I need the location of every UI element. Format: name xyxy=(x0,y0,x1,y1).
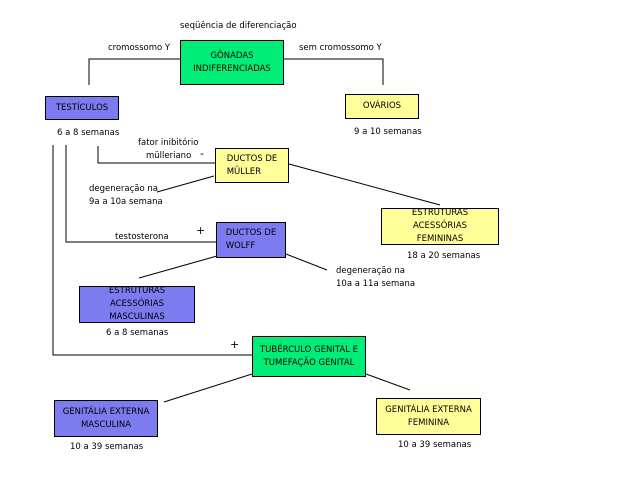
label-testosterona: testosterona xyxy=(115,232,169,242)
node-muller: DUCTOS DE MÜLLER xyxy=(215,148,289,183)
gen-fem-weeks: 10 a 39 semanas xyxy=(398,440,472,450)
connector-tuberculo-masc xyxy=(163,373,253,403)
node-wolff-line1: DUCTOS DE xyxy=(225,228,277,238)
node-gonadas: GÔNADAS INDIFERENCIADAS xyxy=(180,40,284,85)
connector-trunk-tuberculo xyxy=(52,145,252,356)
node-wolff-line2: WOLFF xyxy=(225,241,256,251)
connector-tuberculo-fem xyxy=(365,373,411,391)
label-fator-line2: mülleriano xyxy=(146,151,192,161)
node-est-masc-line2: MASCULINAS xyxy=(109,312,165,322)
connector-wolff-masculine xyxy=(138,255,218,279)
node-testiculos-label: TESTÍCULOS xyxy=(55,102,109,113)
diagram-title: seqüência de diferenciação xyxy=(180,21,297,31)
node-gen-masc-line1: GENITÁLIA EXTERNA xyxy=(62,406,150,417)
connector-gonadas-ovarios xyxy=(284,58,384,85)
label-minus-sign: - xyxy=(200,147,204,160)
connector-muller-degeneration xyxy=(156,175,215,193)
node-testiculos: TESTÍCULOS xyxy=(45,96,119,120)
label-plus-wolff: + xyxy=(196,224,206,237)
connector-testosterona-wolff xyxy=(65,145,216,243)
gen-masc-weeks: 10 a 39 semanas xyxy=(70,442,144,452)
label-fator-line1: fator inibitório xyxy=(138,138,199,148)
label-plus-tuberculo: + xyxy=(230,338,240,351)
testiculos-weeks: 6 a 8 semanas xyxy=(57,128,120,138)
label-degen-wolff-2: 10a a 11a semana xyxy=(336,279,416,289)
node-gen-fem-line2: FEMININA xyxy=(407,417,450,428)
label-degen-muller-1: degeneração na xyxy=(89,184,158,194)
node-gonadas-line1: GÔNADAS xyxy=(210,50,254,61)
node-estruturas-masculinas: ESTRUTURAS ACESSÓRIAS MASCULINAS xyxy=(79,286,195,323)
node-genitalia-masculina: GENITÁLIA EXTERNA MASCULINA xyxy=(54,400,158,437)
node-tuberculo: TUBÉRCULO GENITAL E TUMEFAÇÃO GENITAL xyxy=(252,336,366,377)
node-muller-line2: MÜLLER xyxy=(226,166,261,177)
connector-wolff-degeneration xyxy=(285,253,328,271)
label-degen-muller-2: 9a a 10a semana xyxy=(89,197,163,207)
node-ovarios-label: OVÁRIOS xyxy=(362,101,402,111)
node-muller-line1: DUCTOS DE xyxy=(226,153,278,164)
node-est-fem-line2: FEMININAS xyxy=(416,234,464,244)
node-gen-fem-line1: GENITÁLIA EXTERNA xyxy=(385,404,472,415)
node-ovarios: OVÁRIOS xyxy=(345,94,419,119)
label-sem-cromossomo-y: sem cromossomo Y xyxy=(299,43,382,53)
node-est-fem-line1: ESTRUTURAS ACESSÓRIAS xyxy=(411,208,469,231)
node-estruturas-femininas: ESTRUTURAS ACESSÓRIAS FEMININAS xyxy=(381,208,499,245)
node-wolff: DUCTOS DE WOLFF xyxy=(216,222,286,258)
node-tuberculo-line2: TUMEFAÇÃO GENITAL xyxy=(263,357,355,368)
est-fem-weeks: 18 a 20 semanas xyxy=(407,251,481,261)
connector-gonadas-testiculos xyxy=(88,58,180,85)
est-masc-weeks: 6 a 8 semanas xyxy=(106,328,169,338)
connector-muller-feminine xyxy=(288,163,441,206)
label-degen-wolff-1: degeneração na xyxy=(336,266,405,276)
node-gen-masc-line2: MASCULINA xyxy=(80,419,132,430)
node-tuberculo-line1: TUBÉRCULO GENITAL E xyxy=(259,344,359,355)
ovarios-weeks: 9 a 10 semanas xyxy=(354,127,422,137)
node-est-masc-line1: ESTRUTURAS ACESSÓRIAS xyxy=(108,286,166,309)
node-genitalia-feminina: GENITÁLIA EXTERNA FEMININA xyxy=(376,398,481,435)
connector-fator-muller xyxy=(97,146,215,164)
node-gonadas-line2: INDIFERENCIADAS xyxy=(193,63,271,74)
label-cromossomo-y: cromossomo Y xyxy=(108,43,171,53)
